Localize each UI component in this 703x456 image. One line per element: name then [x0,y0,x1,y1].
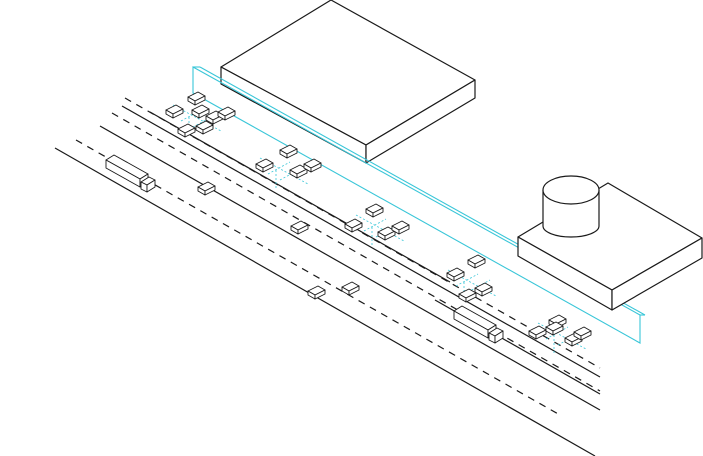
road-line [99,125,601,411]
parked-car [474,282,493,297]
parked-car [545,321,564,336]
car-side [172,108,184,119]
tank-top [542,175,600,205]
parked-car [391,220,410,235]
road-line [121,105,601,378]
building-side [611,237,703,311]
cab-front [494,330,504,344]
car-side [348,285,360,296]
parked-car [365,203,384,218]
building-side [365,79,476,164]
parking-areas [165,91,592,353]
car-side [198,108,210,119]
car-side [384,230,396,241]
car-side [474,258,486,269]
car-side [224,110,236,121]
road-edge-line [149,111,451,283]
car-side [204,185,216,196]
parking-cluster [446,254,497,303]
car-side [194,95,206,106]
barrier-wall [192,66,641,344]
parked-car [255,158,274,173]
car-side [552,325,564,336]
storage-tank [542,175,600,238]
cab-front [146,179,156,193]
parked-car [217,106,236,121]
car-side [296,168,308,179]
car-side [398,224,410,235]
parked-car [177,123,196,138]
lane-divider [111,112,601,392]
car-side [535,329,547,340]
parking-cluster [344,203,410,245]
parked-car [467,254,486,269]
parked-car [458,288,477,303]
car-side [453,271,465,282]
parking-cluster [528,314,592,353]
car-side [202,124,214,135]
parked-car [187,91,206,106]
car-on-road [290,220,309,235]
traffic [105,154,504,344]
stall-line [455,273,479,287]
parked-car [303,158,322,173]
car-side [310,162,322,173]
truck [453,305,504,344]
parked-car [195,120,214,135]
car-side [465,292,477,303]
car-side [286,148,298,159]
parked-car [377,226,396,241]
car-side [372,207,384,218]
building-large [220,0,476,164]
road-edge-line [54,147,596,456]
lane-divider [75,139,561,416]
building-roof [220,0,476,146]
stall-line [267,161,291,175]
parked-car [446,267,465,282]
stall-line [363,218,387,232]
parked-car [344,218,363,233]
parked-car [528,325,547,340]
parked-car [279,144,298,159]
highway [54,97,601,456]
car-on-road [341,281,360,296]
parked-car [165,104,184,119]
car-side [262,162,274,173]
car-on-road [307,285,326,300]
car-side [580,330,592,341]
car-side [184,127,196,138]
stall-line [355,214,405,242]
car-side [481,286,493,297]
car-side [351,222,363,233]
car-side [297,224,309,235]
car-on-road [197,181,216,196]
parking-cluster [255,144,322,188]
parking-cluster [165,91,236,138]
truck [105,154,156,193]
parked-car [191,104,210,119]
parked-car [573,326,592,341]
car-side [314,289,326,300]
